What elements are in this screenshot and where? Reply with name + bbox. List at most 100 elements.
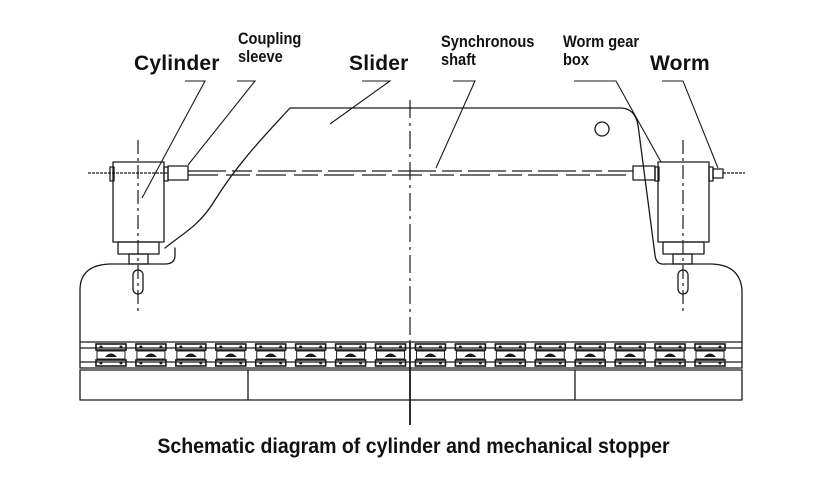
stopper-bottom-plate — [175, 359, 207, 367]
stopper-bottom-plate — [254, 359, 287, 367]
leader-coupling-sleeve — [187, 80, 257, 166]
stopper-top-plate — [175, 343, 207, 351]
stopper-block — [215, 343, 247, 367]
stopper-top-plate — [654, 343, 686, 351]
stopper-bolt — [678, 345, 682, 349]
stopper-top-plate — [215, 343, 247, 351]
worm-gear-box-sleeve — [632, 165, 656, 181]
stopper-wedge — [224, 353, 237, 357]
stopper-middle — [695, 350, 725, 360]
stopper-bolt — [339, 361, 343, 365]
stopper-block — [135, 343, 167, 367]
stopper-bolt — [399, 361, 403, 365]
stopper-wedge — [105, 353, 117, 357]
stopper-bottom-plate — [574, 359, 607, 367]
stopper-bolt — [698, 361, 702, 365]
stopper-bolt — [578, 361, 582, 365]
stopper-bottom-plate — [454, 359, 487, 367]
stopper-bottom-plate — [654, 359, 686, 367]
stopper-middle — [216, 350, 246, 360]
stopper-middle — [96, 350, 126, 360]
stopper-bolt — [658, 345, 662, 349]
stopper-bolt — [279, 345, 283, 349]
stopper-bolt — [319, 361, 323, 365]
stopper-wedge — [544, 353, 557, 357]
label-coupling-sleeve-line1: Coupling — [238, 29, 302, 48]
stopper-middle — [655, 350, 685, 360]
stopper-wedge — [424, 353, 437, 357]
stopper-bottom-plate — [494, 359, 527, 367]
stopper-wedge — [664, 353, 677, 357]
leader-slider — [329, 80, 392, 125]
stopper-bolt — [658, 361, 662, 365]
stopper-wedge — [264, 353, 277, 357]
stopper-bolt — [498, 361, 502, 365]
stopper-bolt — [518, 361, 522, 365]
stopper-block — [694, 343, 726, 367]
stopper-middle — [455, 350, 485, 360]
stopper-bolt — [638, 361, 642, 365]
stopper-block — [254, 343, 287, 367]
label-worm-gear-box-line1: Worm gear — [563, 32, 640, 51]
stopper-bolt — [578, 345, 582, 349]
stopper-bolt — [139, 361, 143, 365]
slider-body-right — [664, 263, 743, 343]
stopper-wedge — [624, 353, 637, 357]
leader-worm — [662, 80, 719, 169]
leader-synchronous-shaft — [435, 80, 476, 169]
stopper-wedge — [464, 353, 477, 357]
stopper-bolt — [239, 361, 243, 365]
stopper-wedge — [704, 353, 716, 357]
stopper-top-plate — [334, 343, 367, 351]
stopper-bolt — [538, 345, 542, 349]
stopper-wedge — [184, 353, 197, 357]
stopper-bolt — [558, 361, 562, 365]
stopper-middle — [575, 350, 605, 360]
stopper-bolt — [139, 345, 143, 349]
stopper-block — [414, 343, 447, 367]
stopper-wedge — [344, 353, 357, 357]
stopper-top-plate — [294, 343, 327, 351]
stopper-bolt — [359, 345, 363, 349]
stopper-wedge — [504, 353, 517, 357]
label-synchronous-shaft-line1: Synchronous — [441, 32, 535, 51]
stopper-block — [454, 343, 487, 367]
stopper-bottom-plate — [534, 359, 567, 367]
worm-sleeve — [712, 168, 724, 179]
stopper-top-plate — [534, 343, 567, 351]
stopper-bolt — [299, 361, 303, 365]
stopper-bolt — [418, 361, 422, 365]
stopper-bolt — [119, 361, 123, 365]
stopper-bolt — [618, 345, 622, 349]
stopper-block — [614, 343, 646, 367]
stopper-bolt — [119, 345, 123, 349]
stopper-bolt — [598, 361, 602, 365]
stopper-bottom-plate — [614, 359, 646, 367]
stopper-middle — [615, 350, 645, 360]
stopper-bolt — [159, 345, 163, 349]
stopper-bolt — [458, 361, 462, 365]
stopper-bolt — [259, 345, 263, 349]
stopper-bolt — [678, 361, 682, 365]
stopper-bottom-plate — [414, 359, 447, 367]
stopper-middle — [415, 350, 445, 360]
stopper-top-plate — [374, 343, 407, 351]
stopper-middle — [296, 350, 326, 360]
slider-body — [79, 247, 176, 343]
base-table — [79, 369, 743, 401]
stopper-bolt — [478, 345, 482, 349]
label-worm-gear-box-line2: box — [563, 50, 590, 69]
stopper-block — [574, 343, 607, 367]
stopper-bolt — [159, 361, 163, 365]
stopper-bolt — [698, 345, 702, 349]
stopper-bolt — [179, 345, 183, 349]
stopper-bolt — [319, 345, 323, 349]
stopper-wedge — [304, 353, 317, 357]
stopper-bolt — [339, 345, 343, 349]
coupling-sleeve — [167, 165, 189, 181]
stopper-bolt — [438, 361, 442, 365]
stopper-bolt — [498, 345, 502, 349]
stopper-block — [294, 343, 327, 367]
stopper-middle — [495, 350, 525, 360]
mechanical-stoppers — [95, 343, 726, 367]
